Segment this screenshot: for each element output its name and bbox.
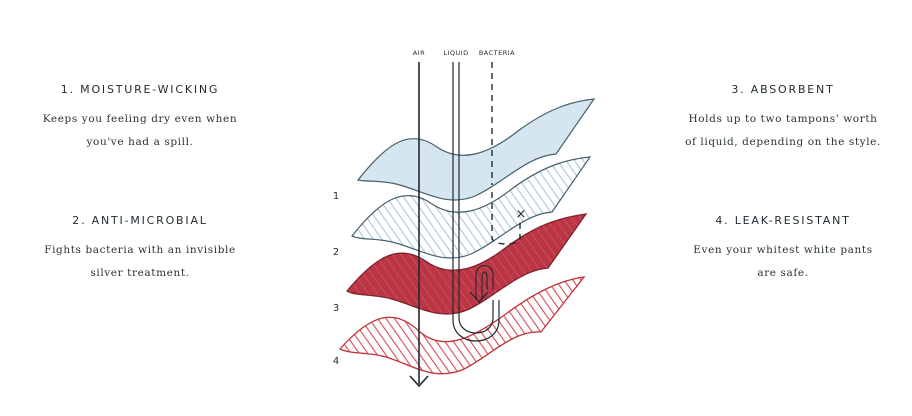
feature-description-line: Keeps you feeling dry even when bbox=[42, 113, 238, 125]
liquid-flow-line bbox=[452, 62, 500, 342]
feature-description-line: Fights bacteria with an invisible bbox=[44, 244, 236, 256]
feature-moisture-wicking: 1. MOISTURE-WICKING Keeps you feeling dr… bbox=[20, 83, 260, 154]
air-arrow-head bbox=[409, 375, 429, 388]
liquid-arrow-head bbox=[469, 291, 489, 303]
bacteria-blocked-marker: × bbox=[516, 207, 527, 222]
layer-number-3: 3 bbox=[333, 303, 339, 314]
layer-number-2: 2 bbox=[333, 247, 339, 258]
feature-absorbent: 3. ABSORBENT Holds up to two tampons' wo… bbox=[668, 83, 898, 154]
feature-description-line: Even your whitest white pants bbox=[693, 244, 873, 256]
feature-heading: 2. ANTI-MICROBIAL bbox=[72, 214, 208, 227]
bacteria-flow-line bbox=[491, 62, 521, 245]
layer-1-moisture-wicking bbox=[356, 98, 596, 201]
feature-leak-resistant: 4. LEAK-RESISTANT Even your whitest whit… bbox=[668, 214, 898, 285]
layer-number-4: 4 bbox=[333, 356, 339, 367]
feature-heading: 1. MOISTURE-WICKING bbox=[60, 83, 220, 96]
feature-anti-microbial: 2. ANTI-MICROBIAL Fights bacteria with a… bbox=[20, 214, 260, 285]
layer-3-texture bbox=[347, 214, 586, 315]
layer-number-1: 1 bbox=[333, 191, 339, 202]
feature-description-line: are safe. bbox=[757, 267, 809, 279]
layer-2-anti-microbial bbox=[351, 156, 592, 259]
flow-label-bacteria: BACTERIA bbox=[479, 49, 515, 57]
flow-label-air: AIR bbox=[413, 49, 425, 57]
liquid-flow-line-inner bbox=[458, 62, 494, 334]
feature-heading: 4. LEAK-RESISTANT bbox=[715, 214, 851, 227]
feature-description: Even your whitest white pants are safe. bbox=[668, 239, 898, 285]
feature-heading: 3. ABSORBENT bbox=[731, 83, 835, 96]
layer-4-leak-resistant bbox=[338, 276, 586, 375]
feature-description: Fights bacteria with an invisible silver… bbox=[20, 239, 260, 285]
liquid-loop bbox=[475, 264, 494, 300]
feature-description-line: you've had a spill. bbox=[86, 136, 194, 148]
feature-description: Keeps you feeling dry even when you've h… bbox=[20, 108, 260, 154]
feature-description-line: Holds up to two tampons' worth bbox=[688, 113, 878, 125]
feature-description: Holds up to two tampons' worth of liquid… bbox=[668, 108, 898, 154]
flow-label-liquid: LIQUID bbox=[443, 49, 468, 57]
feature-description-line: silver treatment. bbox=[90, 267, 190, 279]
feature-description-line: of liquid, depending on the style. bbox=[685, 136, 881, 148]
